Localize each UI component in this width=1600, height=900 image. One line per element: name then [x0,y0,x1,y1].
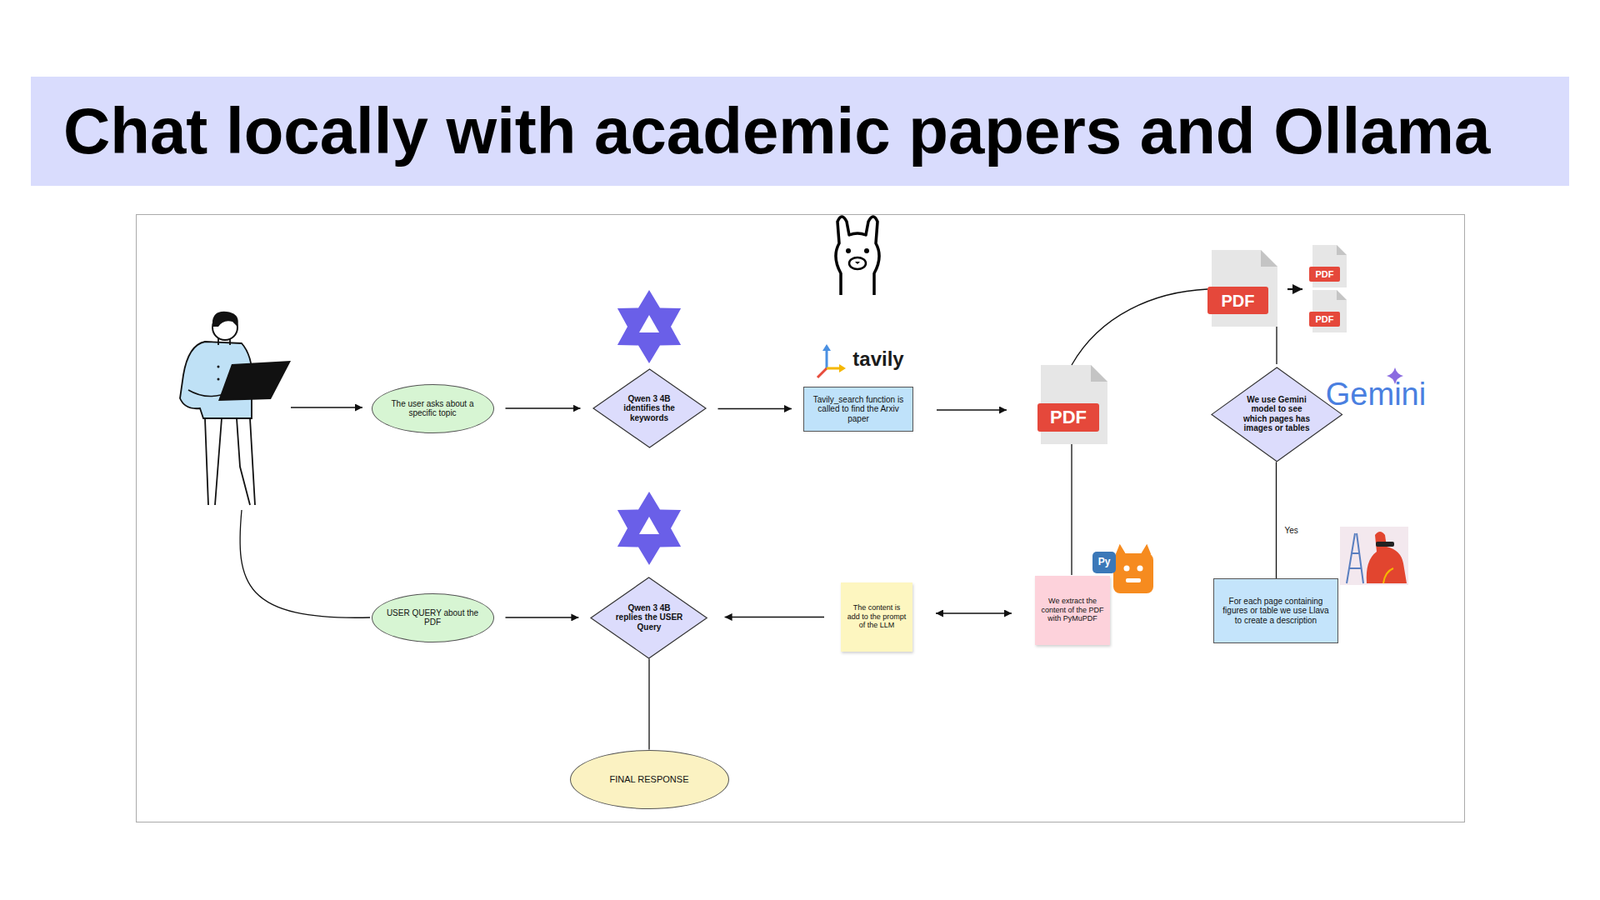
node-text: Qwen 3 4B identifies the keywords [616,394,682,424]
image-ground [1340,526,1409,585]
pdf-fold [1090,365,1108,382]
node-text: We extract the content of the PDF with P… [1040,596,1105,623]
sticky-note: We extract the content of the PDF with P… [1035,575,1110,645]
pdf-tag-text: PDF [1315,314,1335,325]
pdf-fold [1260,250,1278,267]
py-badge [1092,551,1116,574]
node-text: The content is add to the prompt of the … [846,603,907,630]
tavily-arrow [826,367,840,370]
title-text: Chat locally with academic papers and Ol… [63,94,1490,170]
connector [718,408,793,410]
laptop [218,360,291,401]
node-text: Qwen 3 4B replies the USER Query [614,603,685,633]
icon-eye [1137,565,1144,572]
glasses [1375,541,1395,547]
tavily-arrow [817,368,827,378]
badge-text: Py [1098,556,1111,568]
process-box: For each page containing figures or tabl… [1213,578,1339,644]
connector [648,658,650,750]
llava-image [1340,526,1409,585]
llama-shape [1366,531,1407,584]
qwen-logo [617,290,681,364]
llama-eye [864,248,870,254]
pdf-tag [1207,286,1269,315]
connector [505,407,581,409]
person-figure [180,311,291,505]
pdf-tag [1309,266,1340,282]
node-text: USER QUERY about the PDF [385,608,480,628]
qwen-star [617,491,681,565]
tavily-head [839,364,846,373]
decision-diamond: Qwen 3 4B identifies the keywords [592,368,707,449]
icon-mouth [1125,578,1141,583]
tavily-arrow [825,350,829,369]
shirt-button [217,365,220,369]
person-legs [205,418,255,505]
arrow [1287,288,1303,290]
node-text: FINAL RESPONSE [590,774,708,785]
diamond-shape [1211,367,1342,462]
diamond-shape [590,577,707,659]
llama-snout [849,257,866,270]
llama-eye [845,248,851,254]
node-text: For each page containing figures or tabl… [1219,596,1333,626]
pdf-tag [1037,403,1100,432]
connector [935,612,1012,614]
end-ellipse: FINAL RESPONSE [570,750,730,810]
diamond-shape [593,369,706,448]
tavily-icon [817,344,846,378]
ollama-logo [835,216,880,295]
arrow [936,409,1007,410]
person-hair [212,311,239,327]
pdf-fold [1336,245,1347,255]
qwen-logo [617,491,681,565]
decision-diamond: We use Gemini model to see which pages h… [1210,366,1343,463]
qwen-center [639,315,660,333]
tavily-head [822,344,831,351]
title-band [30,76,1570,186]
node-text: Tavily_search function is called to find… [809,395,908,425]
pdf-tag-text: PDF [1315,269,1335,280]
pdf-fold [1336,290,1347,300]
scarf [1383,568,1394,584]
icon-eye [1124,565,1130,572]
curve-line [240,510,370,618]
connector [1275,461,1277,579]
shirt-button [217,378,220,381]
process-box: Tavily_search function is called to find… [803,386,914,432]
start-ellipse: The user asks about a specific topic [371,384,495,434]
connector [725,616,825,618]
curve-line [1071,289,1208,365]
connector-line [1275,326,1277,365]
frame [136,215,1465,823]
pdf-tag [1309,311,1340,327]
edge-label: Yes [1282,525,1300,536]
sticky-note: The content is add to the prompt of the … [840,582,913,652]
qwen-center [639,516,660,535]
pdf-tag-text: PDF [1221,291,1255,310]
node-text: The user asks about a specific topic [385,399,480,419]
pdf-tag-text: PDF [1050,407,1087,428]
ladder [1346,533,1364,584]
qwen-star [617,290,681,364]
llama-nose [855,261,860,265]
decision-diamond: Qwen 3 4B replies the USER Query [590,576,708,660]
logo-text: Gemini [1325,377,1426,413]
connector-line [1070,444,1072,575]
icon-body [1113,553,1154,594]
logo-text: tavily [852,348,904,370]
node-text: We use Gemini model to see which pages h… [1240,395,1313,434]
connector [505,616,580,618]
llama-outline [835,216,880,295]
arrow [290,406,363,408]
start-ellipse: USER QUERY about the PDF [371,593,495,643]
